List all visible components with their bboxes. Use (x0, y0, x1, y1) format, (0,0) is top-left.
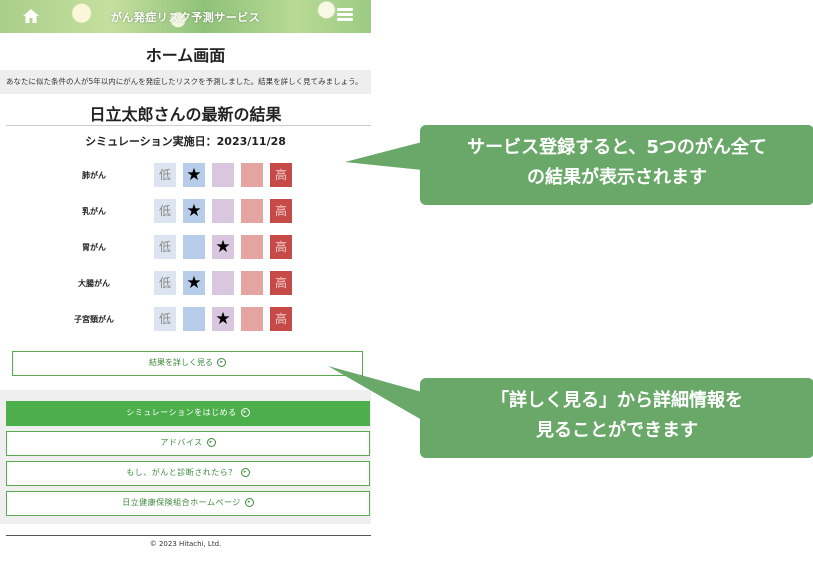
risk-cell (241, 235, 263, 259)
if-diagnosed-label: もし、がんと診断されたら？ (126, 468, 237, 477)
risk-cell-high: 高 (270, 199, 292, 223)
risk-marker-star: ★ (183, 163, 205, 187)
risk-marker-star: ★ (183, 271, 205, 295)
risk-cell (241, 163, 263, 187)
divider (6, 125, 371, 126)
risk-cell-high: 高 (270, 163, 292, 187)
result-title: 日立太郎さんの最新の結果 (89, 105, 282, 124)
callout-text: 「詳しく見る」から詳細情報を (491, 390, 743, 411)
callout-text: サービス登録すると、5つのがん全て (467, 137, 767, 158)
if-diagnosed-button[interactable]: もし、がんと診断されたら？▸ (6, 461, 370, 486)
risk-marker-star: ★ (212, 235, 234, 259)
copyright: © 2023 Hitachi, Ltd. (149, 540, 222, 548)
risk-cell-low: 低 (154, 307, 176, 331)
arrow-right-icon: ▸ (217, 358, 226, 367)
callout-details: 「詳しく見る」から詳細情報を 見ることができます (420, 378, 813, 458)
callout-registration: サービス登録すると、5つのがん全て の結果が表示されます (420, 125, 813, 205)
view-details-button[interactable]: 結果を詳しく見る ▸ (12, 351, 363, 376)
callout-text: 見ることができます (536, 420, 698, 441)
risk-cell-low: 低 (154, 199, 176, 223)
risk-cell (183, 307, 205, 331)
risk-cell (241, 271, 263, 295)
risk-cell (212, 271, 234, 295)
risk-cell (212, 163, 234, 187)
start-simulation-label: シミュレーションをはじめる (126, 408, 237, 417)
phone-screen: がん発症リスク予測サービス ホーム画面 あなたに似た条件の人が5年以内にがんを発… (0, 0, 371, 567)
advice-label: アドバイス (160, 438, 203, 447)
notice-text: あなたに似た条件の人が5年以内にがんを発症したリスクを予測しました。結果を詳しく… (0, 70, 371, 94)
arrow-right-icon: ▸ (206, 438, 216, 447)
app-title: がん発症リスク予測サービス (110, 11, 261, 24)
risk-cell-high: 高 (270, 271, 292, 295)
arrow-right-icon: ▸ (240, 408, 250, 417)
risk-cell (183, 235, 205, 259)
risk-row-label: 大腸がん (78, 279, 110, 288)
simulation-date: シミュレーション実施日：2023/11/28 (85, 135, 286, 148)
risk-cell-high: 高 (270, 235, 292, 259)
app-header: がん発症リスク予測サービス (0, 0, 371, 33)
callout-text: の結果が表示されます (527, 167, 707, 188)
homepage-link-button[interactable]: 日立健康保険組合ホームページ▸ (6, 491, 370, 516)
risk-cell-low: 低 (154, 235, 176, 259)
homepage-link-label: 日立健康保険組合ホームページ (122, 498, 241, 507)
view-details-label: 結果を詳しく見る (149, 358, 213, 367)
home-icon[interactable] (22, 7, 40, 25)
page-title: ホーム画面 (145, 46, 226, 65)
footer-divider (6, 535, 371, 536)
risk-cell-low: 低 (154, 163, 176, 187)
risk-cell (241, 199, 263, 223)
risk-marker-star: ★ (212, 307, 234, 331)
advice-button[interactable]: アドバイス▸ (6, 431, 370, 456)
menu-icon[interactable] (337, 8, 353, 22)
risk-row-label: 胃がん (82, 243, 106, 252)
risk-marker-star: ★ (183, 199, 205, 223)
risk-cell (241, 307, 263, 331)
callout-pointer-top (345, 142, 422, 170)
start-simulation-button[interactable]: シミュレーションをはじめる▸ (6, 401, 370, 426)
risk-row-label: 乳がん (82, 207, 106, 216)
risk-cell (212, 199, 234, 223)
arrow-right-icon: ▸ (240, 468, 250, 477)
risk-row-label: 肺がん (82, 171, 106, 180)
risk-cell-low: 低 (154, 271, 176, 295)
callout-pointer-bottom (328, 366, 422, 420)
risk-row-label: 子宮頚がん (74, 315, 114, 324)
risk-cell-high: 高 (270, 307, 292, 331)
arrow-right-icon: ▸ (244, 498, 254, 507)
